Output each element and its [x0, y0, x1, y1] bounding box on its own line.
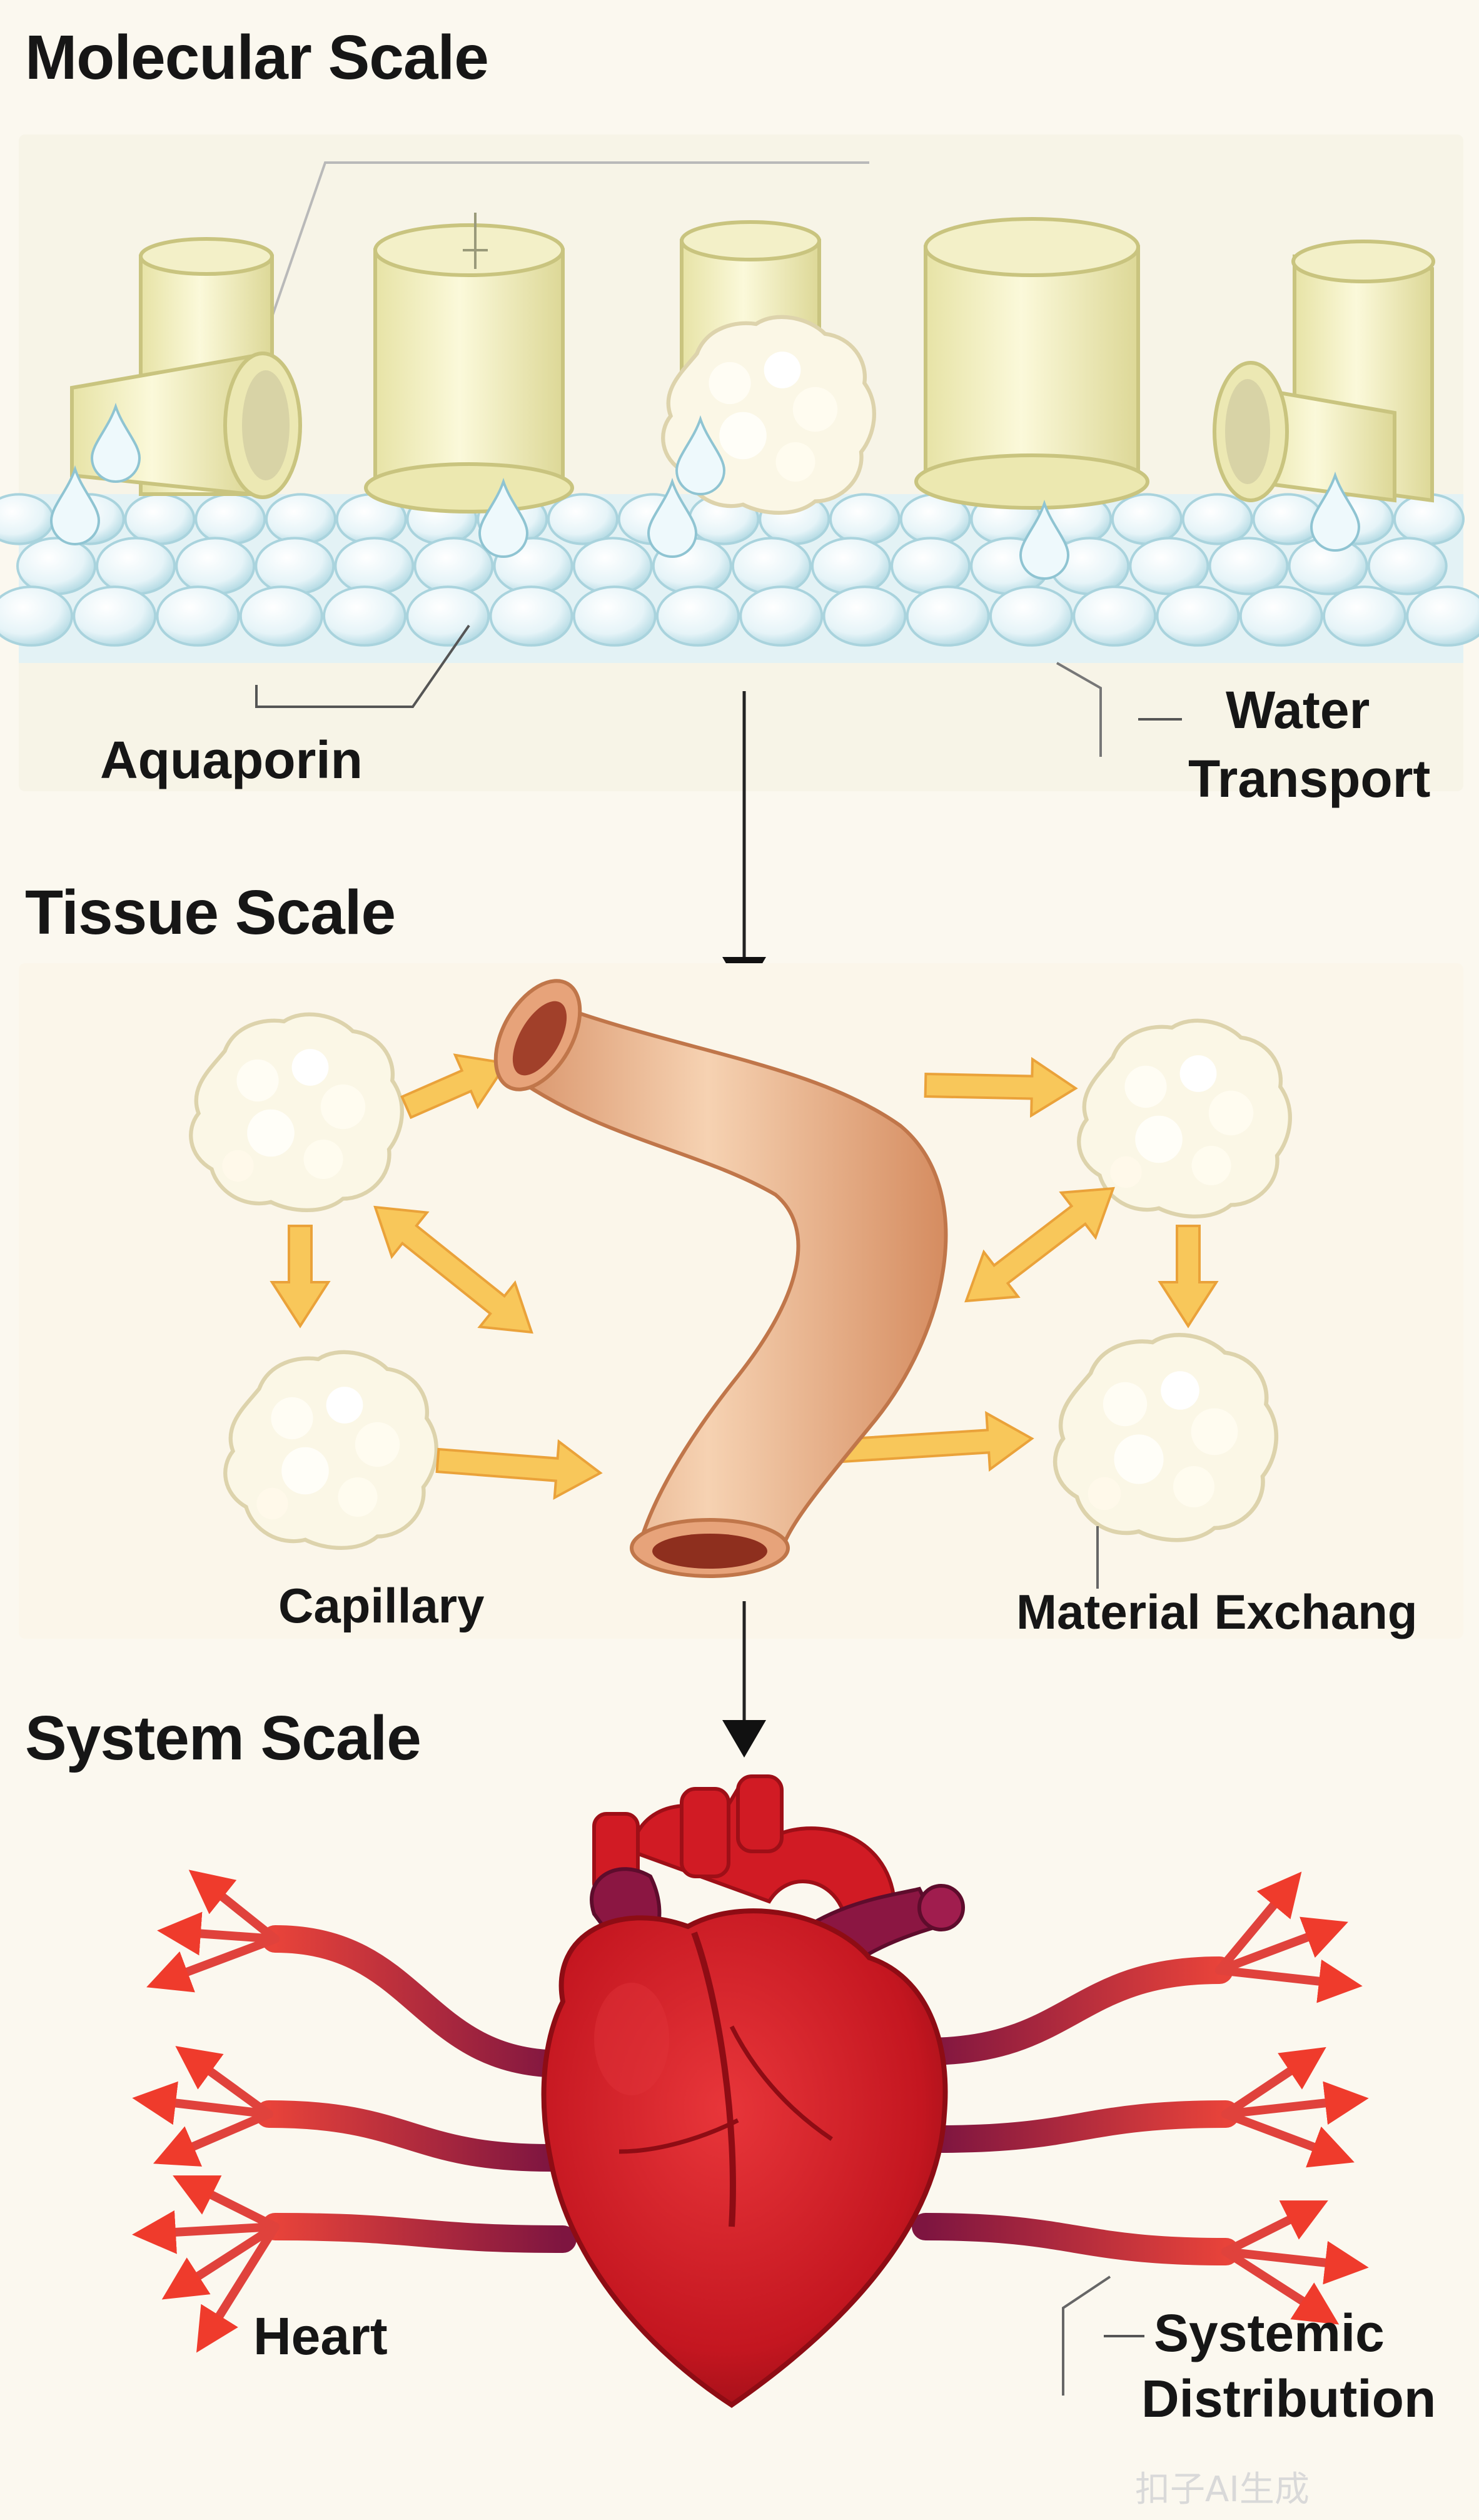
- water-transport-label-line1: Water: [1226, 681, 1370, 739]
- system-panel: [132, 1774, 1369, 2408]
- heart-label: Heart: [253, 2307, 388, 2366]
- flow-arrow: [964, 1187, 1115, 1303]
- water-droplet: [675, 415, 726, 495]
- systemic-vessel: [912, 1871, 1363, 2065]
- systemic-vessel: [132, 2046, 564, 2172]
- heart-illustration: [541, 1774, 965, 2408]
- water-droplet: [1310, 471, 1361, 552]
- flow-arrow: [400, 1053, 509, 1120]
- material-flow-arrows: [270, 1053, 1219, 1500]
- flow-arrow: [1158, 1225, 1219, 1328]
- water-droplet: [90, 402, 141, 483]
- system-scale-title: System Scale: [25, 1703, 421, 1773]
- aquaporin-channel: [364, 213, 574, 514]
- water-droplet: [49, 465, 101, 545]
- flow-arrow: [373, 1205, 533, 1334]
- aquaporin-channel: [1213, 240, 1435, 503]
- watermark: 扣子AI生成: [1135, 2469, 1310, 2510]
- aquaporin-label: Aquaporin: [100, 731, 363, 789]
- water-leader: [1056, 662, 1102, 757]
- systemic-distribution-label-line2: Distribution: [1141, 2369, 1436, 2428]
- systemic-vessel: [912, 2200, 1369, 2325]
- systemic-distribution-label-line1: Systemic: [1154, 2304, 1385, 2362]
- systemic-vessel: [924, 2047, 1369, 2168]
- material-exchange-label: Material Exchang: [1016, 1584, 1418, 1639]
- water-droplet: [478, 477, 529, 558]
- tissue-scale-title: Tissue Scale: [25, 878, 396, 948]
- water-transport-label-line2: Transport: [1188, 749, 1431, 808]
- callout-line: [261, 161, 869, 345]
- flow-arrow: [270, 1225, 331, 1328]
- capillary-tube: [493, 979, 948, 1578]
- aquaporin-leader: [255, 624, 470, 708]
- capillary-label: Capillary: [278, 1578, 485, 1633]
- systemic-vessel: [146, 1870, 577, 2078]
- tissue-panel: [19, 963, 1463, 1639]
- molecular-panel: [0, 134, 1479, 791]
- lipid-membrane: [0, 493, 1479, 663]
- systemic-vessel: [132, 2175, 577, 2353]
- blood-vessels: [132, 1870, 1369, 2353]
- flow-arrow: [924, 1056, 1078, 1118]
- water-droplets: [49, 402, 1361, 580]
- flow-arrow: [435, 1439, 603, 1500]
- water-droplet: [1019, 499, 1070, 580]
- aquaporin-channel: [914, 217, 1149, 510]
- water-droplet: [647, 477, 698, 558]
- molecular-scale-title: Molecular Scale: [25, 23, 489, 93]
